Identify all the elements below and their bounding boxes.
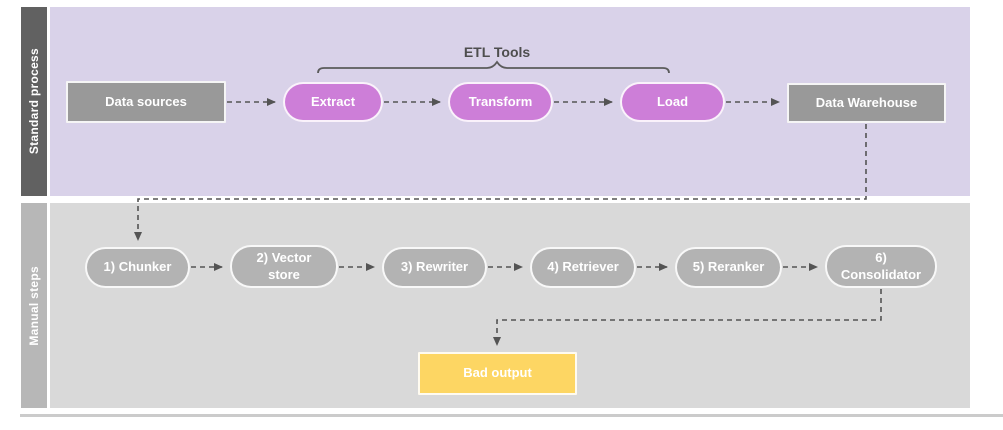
lane-label-standard-process: Standard process: [21, 7, 47, 196]
lane-label-manual-steps: Manual steps: [21, 203, 47, 408]
node-rewriter: 3) Rewriter: [382, 247, 487, 288]
node-load-label: Load: [656, 93, 689, 109]
node-vector-store: 2) Vector store: [230, 245, 338, 288]
node-chunker-label: 1) Chunker: [103, 259, 172, 275]
node-transform-label: Transform: [468, 93, 533, 109]
node-rewriter-label: 3) Rewriter: [400, 259, 469, 275]
node-reranker-label: 5) Reranker: [692, 259, 765, 275]
node-consolidator: 6) Consolidator: [825, 245, 937, 288]
node-data-warehouse: Data Warehouse: [787, 83, 946, 123]
node-bad-output-label: Bad output: [463, 365, 532, 381]
node-retriever: 4) Retriever: [530, 247, 636, 288]
node-reranker: 5) Reranker: [675, 247, 782, 288]
node-chunker: 1) Chunker: [85, 247, 190, 288]
node-transform: Transform: [448, 82, 553, 122]
node-data-warehouse-label: Data Warehouse: [815, 94, 918, 110]
node-retriever-label: 4) Retriever: [547, 259, 619, 275]
node-data-sources: Data sources: [66, 81, 226, 123]
node-data-sources-label: Data sources: [105, 93, 187, 109]
node-extract-label: Extract: [310, 93, 356, 109]
node-extract: Extract: [283, 82, 383, 122]
bottom-divider: [20, 414, 1003, 417]
lane-label-standard-process-text: Standard process: [27, 48, 41, 155]
node-vector-store-label: 2) Vector store: [256, 250, 312, 282]
etl-tools-label: ETL Tools: [463, 44, 531, 60]
node-load: Load: [620, 82, 725, 122]
node-bad-output: Bad output: [418, 352, 577, 395]
node-consolidator-label: 6) Consolidator: [840, 250, 922, 282]
lane-label-manual-steps-text: Manual steps: [27, 265, 41, 346]
